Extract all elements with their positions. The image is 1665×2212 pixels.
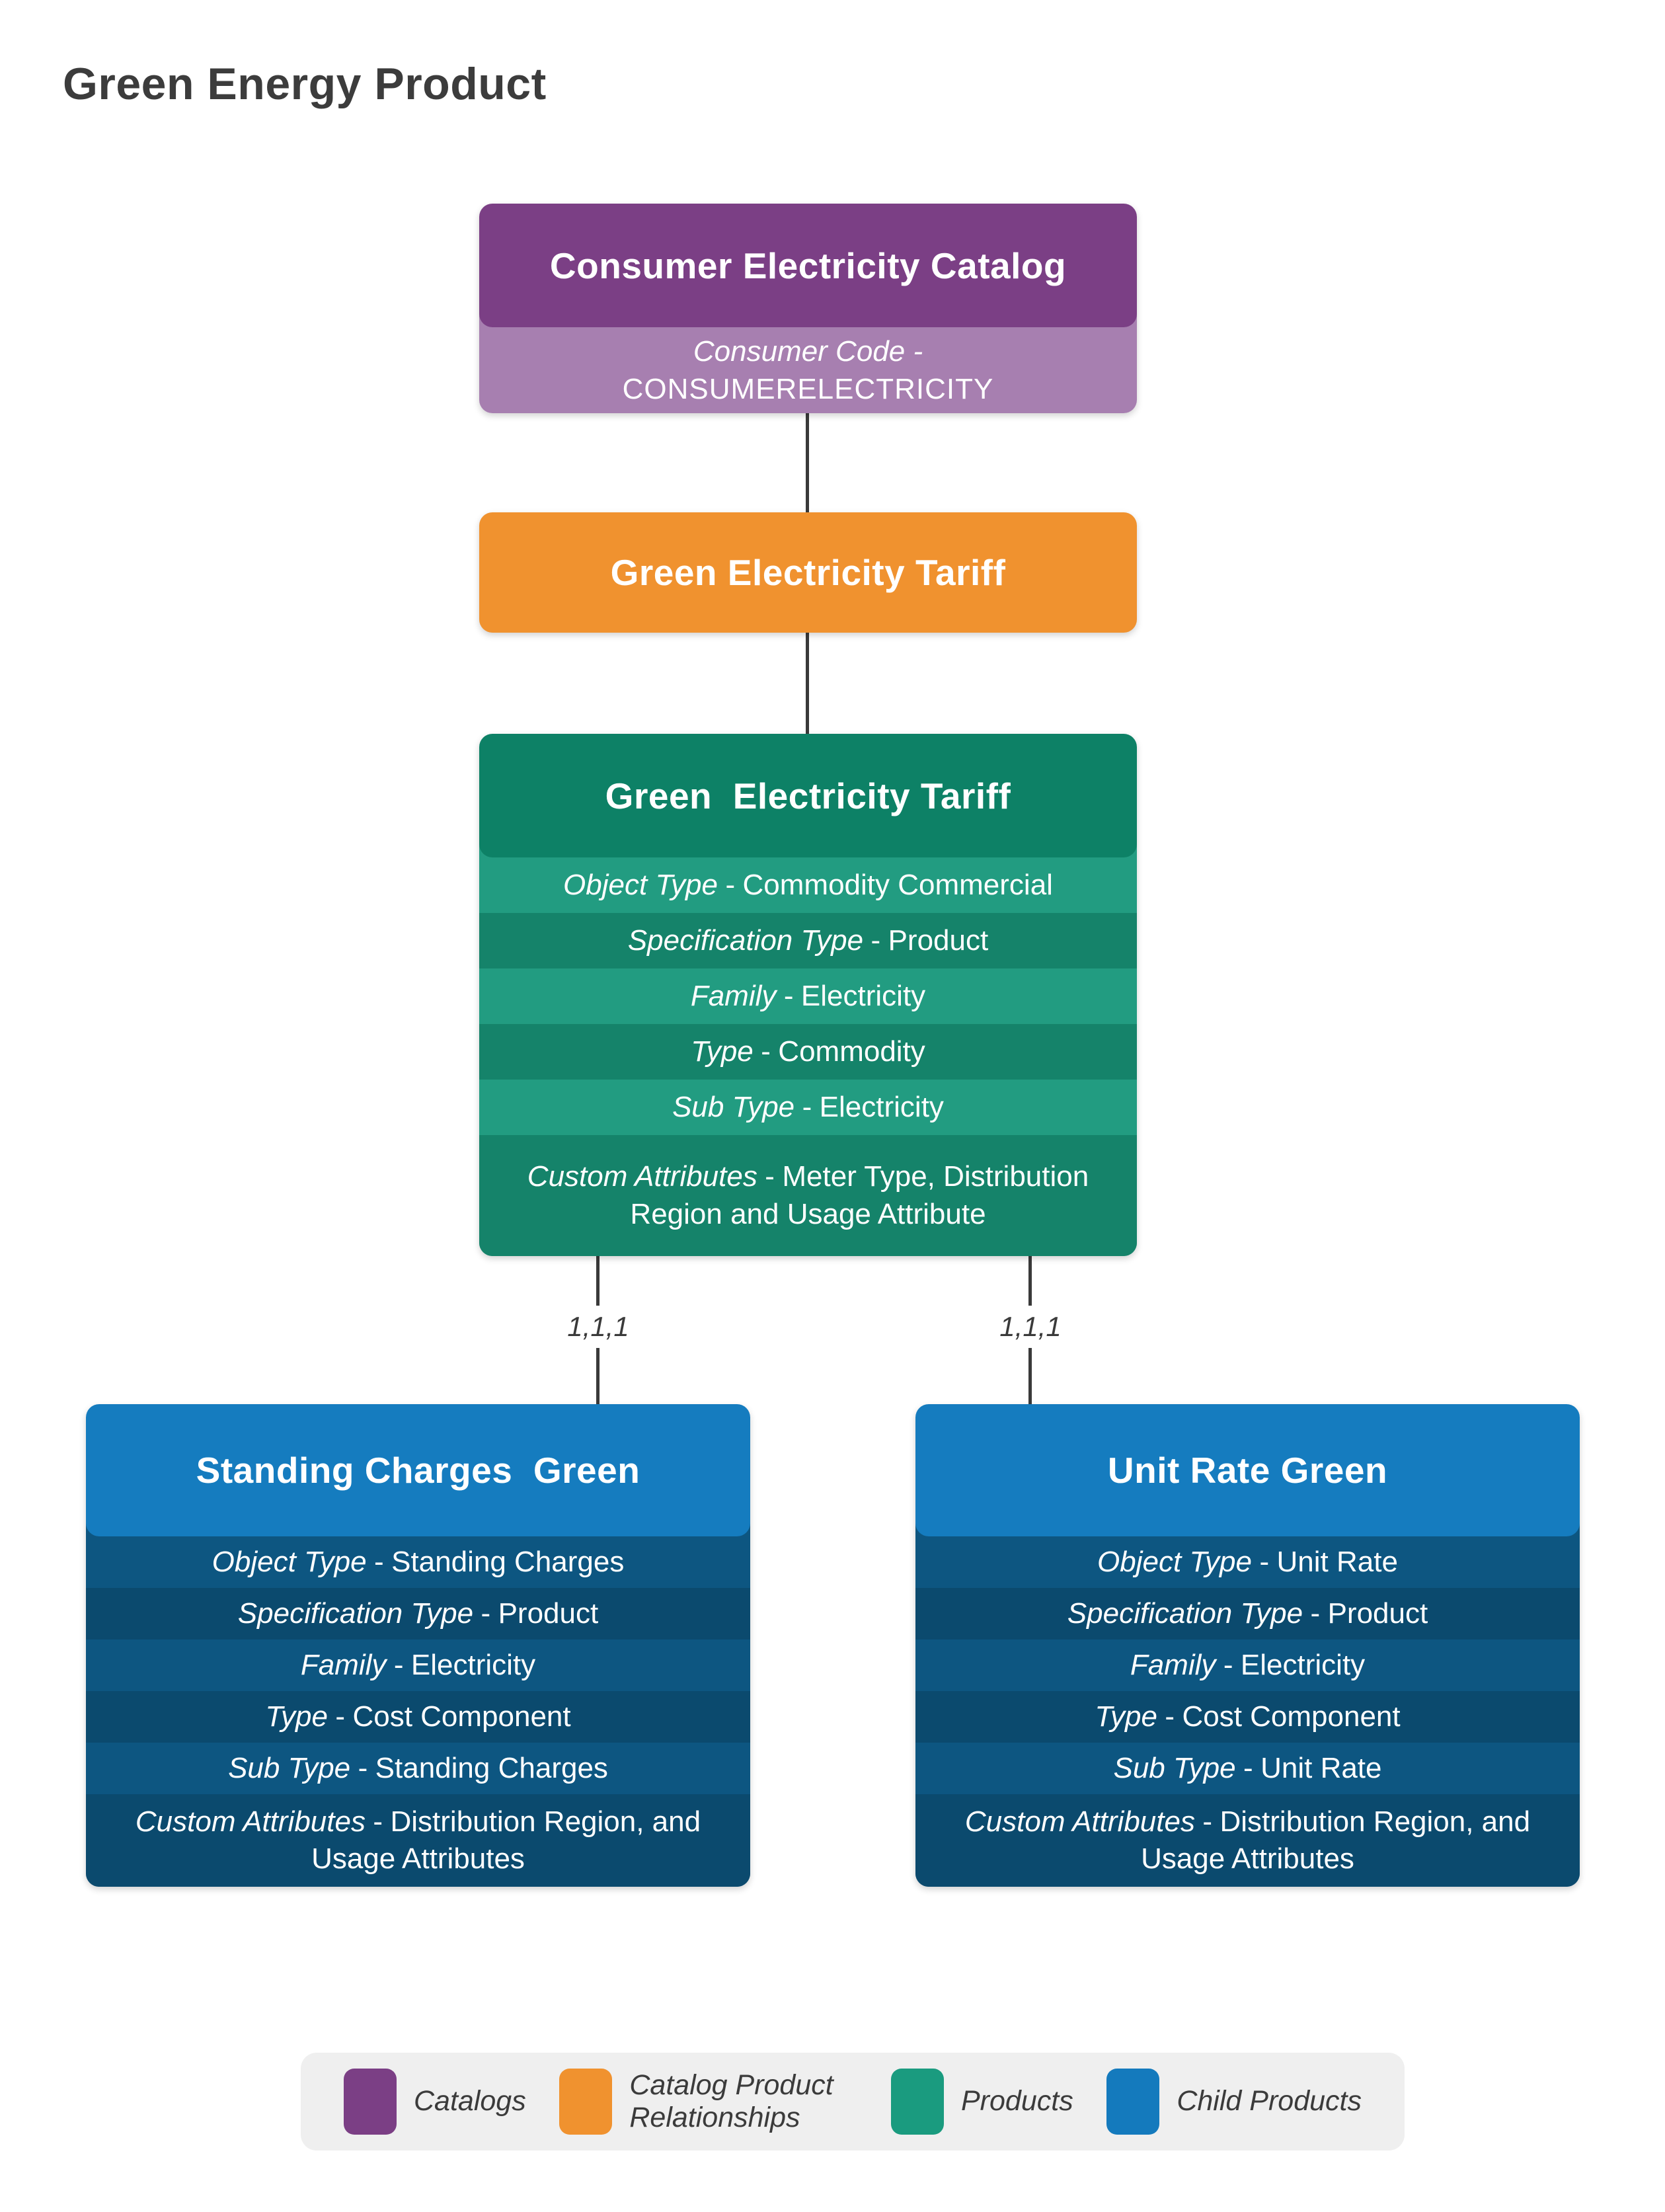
legend-item-products: Products bbox=[891, 2069, 1073, 2135]
catalog-code-label: Consumer Code - bbox=[693, 335, 923, 368]
catalog-node-header: Consumer Electricity Catalog bbox=[479, 204, 1137, 327]
legend-label: Products bbox=[961, 2085, 1073, 2117]
attribute-row-custom-attributes: Custom Attributes-Meter Type, Distributi… bbox=[479, 1135, 1137, 1256]
relationship-node-title: Green Electricity Tariff bbox=[610, 552, 1006, 593]
catalog-node-title: Consumer Electricity Catalog bbox=[549, 245, 1067, 286]
connector-relationship-to-product bbox=[806, 631, 809, 735]
page-title: Green Energy Product bbox=[63, 59, 547, 109]
attribute-row-specification-type: Specification Type-Product bbox=[479, 913, 1137, 968]
attribute-row-sub-type: Sub Type-Standing Charges bbox=[86, 1743, 750, 1794]
attribute-row-specification-type: Specification Type-Product bbox=[915, 1588, 1580, 1639]
cardinality-label-right: 1,1,1 bbox=[990, 1306, 1071, 1348]
unit-rate-node: Unit Rate Green Object Type-Unit Rate Sp… bbox=[915, 1404, 1580, 1887]
attribute-row-family: Family-Electricity bbox=[86, 1639, 750, 1691]
standing-charges-node: Standing Charges Green Object Type-Stand… bbox=[86, 1404, 750, 1887]
products-swatch-icon bbox=[891, 2069, 944, 2135]
catalog-code-value: CONSUMERELECTRICITY bbox=[622, 373, 994, 405]
catalog-code-row: Consumer Code - CONSUMERELECTRICITY bbox=[479, 327, 1137, 413]
catalog-node: Consumer Electricity Catalog Consumer Co… bbox=[479, 204, 1137, 413]
standing-charges-node-rows: Object Type-Standing Charges Specificati… bbox=[86, 1523, 750, 1887]
legend-label: Child Products bbox=[1177, 2085, 1362, 2117]
attribute-row-type: Type-Cost Component bbox=[915, 1691, 1580, 1743]
attribute-row-custom-attributes: Custom Attributes-Distribution Region, a… bbox=[86, 1794, 750, 1887]
catalog-node-rows: Consumer Code - CONSUMERELECTRICITY bbox=[479, 314, 1137, 413]
catalog-product-relationships-swatch-icon bbox=[559, 2069, 613, 2135]
attribute-row-type: Type-Cost Component bbox=[86, 1691, 750, 1743]
standing-charges-node-header: Standing Charges Green bbox=[86, 1404, 750, 1536]
legend-label: Catalog Product Relationships bbox=[629, 2069, 833, 2133]
relationship-node: Green Electricity Tariff bbox=[479, 512, 1137, 633]
attribute-row-object-type: Object Type-Unit Rate bbox=[915, 1536, 1580, 1588]
attribute-row-sub-type: Sub Type-Electricity bbox=[479, 1080, 1137, 1135]
attribute-row-sub-type: Sub Type-Unit Rate bbox=[915, 1743, 1580, 1794]
attribute-row-specification-type: Specification Type-Product bbox=[86, 1588, 750, 1639]
attribute-row-type: Type-Commodity bbox=[479, 1024, 1137, 1080]
child-products-swatch-icon bbox=[1106, 2069, 1160, 2135]
legend-label: Catalogs bbox=[414, 2085, 526, 2117]
attribute-row-custom-attributes: Custom Attributes-Distribution Region, a… bbox=[915, 1794, 1580, 1887]
legend-item-catalog-product-relationships: Catalog Product Relationships bbox=[559, 2069, 857, 2135]
legend-item-child-products: Child Products bbox=[1106, 2069, 1362, 2135]
unit-rate-node-title: Unit Rate Green bbox=[1107, 1450, 1388, 1491]
connector-catalog-to-relationship bbox=[806, 412, 809, 514]
product-node-header: Green Electricity Tariff bbox=[479, 734, 1137, 857]
product-node: Green Electricity Tariff Object Type-Com… bbox=[479, 734, 1137, 1256]
catalogs-swatch-icon bbox=[344, 2069, 397, 2135]
attribute-row-object-type: Object Type-Standing Charges bbox=[86, 1536, 750, 1588]
attribute-row-family: Family-Electricity bbox=[479, 968, 1137, 1024]
cardinality-label-left: 1,1,1 bbox=[558, 1306, 639, 1348]
standing-charges-node-title: Standing Charges Green bbox=[196, 1450, 640, 1491]
legend: Catalogs Catalog Product Relationships P… bbox=[301, 2053, 1405, 2151]
unit-rate-node-header: Unit Rate Green bbox=[915, 1404, 1580, 1536]
attribute-row-object-type: Object Type-Commodity Commercial bbox=[479, 857, 1137, 913]
legend-item-catalogs: Catalogs bbox=[344, 2069, 526, 2135]
attribute-row-family: Family-Electricity bbox=[915, 1639, 1580, 1691]
product-node-title: Green Electricity Tariff bbox=[605, 775, 1011, 816]
unit-rate-node-rows: Object Type-Unit Rate Specification Type… bbox=[915, 1523, 1580, 1887]
product-node-rows: Object Type-Commodity Commercial Specifi… bbox=[479, 844, 1137, 1256]
